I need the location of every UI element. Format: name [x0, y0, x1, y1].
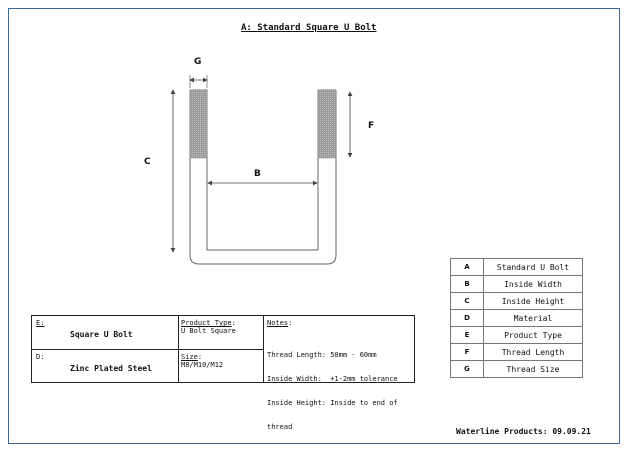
size-value: M8/M10/M12: [181, 361, 224, 369]
legend-value: Thread Size: [483, 360, 583, 378]
legend-key: C: [450, 292, 484, 310]
g-label: G: [194, 57, 202, 67]
u-bolt-outline: [189, 90, 337, 265]
spec-divider: [32, 349, 263, 350]
notes-list: Thread Length: 50mm - 60mm Inside Width:…: [267, 335, 398, 447]
legend-value: Standard U Bolt: [483, 258, 583, 276]
b-label: B: [254, 169, 261, 179]
name-value: Square U Bolt: [70, 330, 133, 339]
spec-table: E: Square U Bolt Product Type: U Bolt Sq…: [31, 315, 415, 431]
legend-key: G: [450, 360, 484, 378]
c-label: C: [144, 157, 151, 167]
name-key: E:: [36, 319, 45, 327]
legend-key: E: [450, 326, 484, 344]
right-thread: [317, 89, 337, 159]
spec-divider: [263, 316, 264, 382]
legend-key: D: [450, 309, 484, 327]
colon: :: [197, 353, 203, 361]
u-bolt-inner-outline: [206, 90, 319, 251]
product-type-label: Product Type: [181, 319, 232, 327]
finish-key: D:: [36, 353, 45, 361]
legend-value: Material: [483, 309, 583, 327]
legend-key: F: [450, 343, 484, 361]
colon: :: [288, 319, 293, 327]
colon: :: [231, 319, 236, 327]
notes-label: Notes: [267, 319, 289, 327]
f-label: F: [368, 121, 375, 131]
legend-key: A: [450, 258, 484, 276]
drawing-border: [8, 8, 620, 444]
legend-key: B: [450, 275, 484, 293]
drawing-title: A: Standard Square U Bolt: [241, 23, 377, 33]
finish-value: Zinc Plated Steel: [70, 364, 152, 373]
legend-value: Product Type: [483, 326, 583, 344]
footer-credit: Waterline Products: 09.09.21: [456, 427, 591, 436]
product-type-value: U Bolt Square: [181, 327, 236, 335]
size-label: Size: [181, 353, 198, 361]
note-line: thread: [267, 423, 293, 431]
note-line: Inside Height: Inside to end of: [267, 399, 398, 407]
note-line: Inside Width: +1-2mm tolerance: [267, 375, 398, 383]
legend-value: Inside Height: [483, 292, 583, 310]
legend-value: Thread Length: [483, 343, 583, 361]
legend-value: Inside Width: [483, 275, 583, 293]
note-line: Thread Length: 50mm - 60mm: [267, 351, 377, 359]
left-thread: [189, 89, 208, 159]
